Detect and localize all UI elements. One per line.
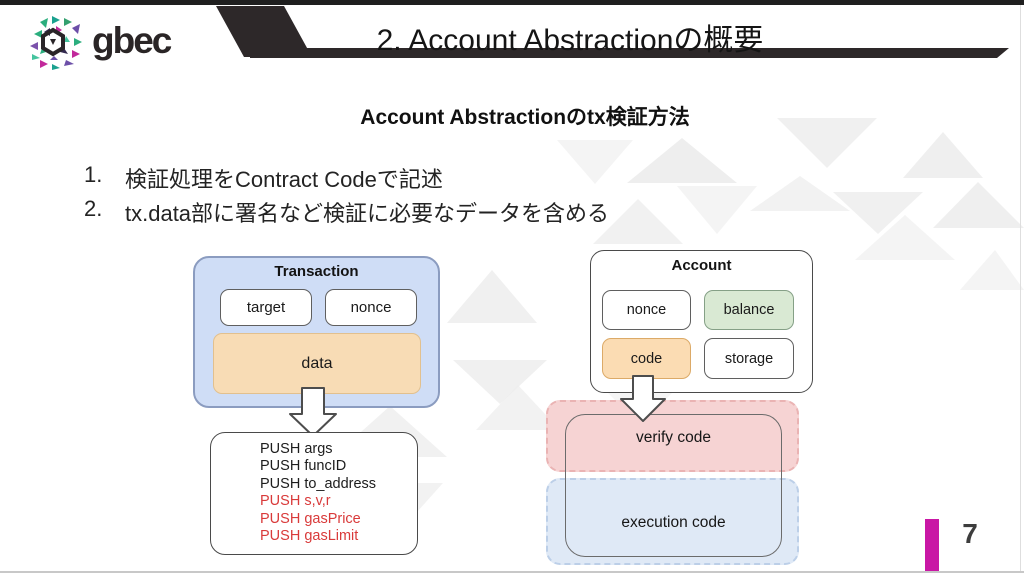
push-code-line: PUSH gasPrice (260, 510, 361, 527)
transaction-container: Transaction target nonce data (193, 256, 440, 408)
gbec-logo-text: gbec (92, 20, 172, 61)
execution-code-band (546, 478, 799, 565)
accent-bar (925, 519, 939, 573)
gbec-logo-icon (30, 16, 82, 70)
push-code-box: PUSH args PUSH funcID PUSH to_address PU… (210, 432, 418, 555)
down-arrow-icon (620, 375, 666, 422)
slide-title: 2. Account Abstractionの概要 (376, 24, 764, 57)
list-item-marker: 1. (84, 162, 103, 187)
slide-subtitle: Account Abstractionのtx検証方法 (360, 106, 690, 129)
page-number: 7 (962, 518, 978, 549)
list-item-marker: 2. (84, 196, 103, 221)
push-code-line: PUSH to_address (260, 475, 377, 492)
list-item-text: 検証処理をContract Codeで記述 (125, 167, 443, 192)
contract-code-box (565, 414, 782, 557)
account-storage-cell: storage (704, 338, 794, 379)
push-code-line: PUSH gasLimit (260, 528, 359, 545)
execution-code-label: execution code (621, 514, 726, 531)
list-item: 1. 検証処理をContract Codeで記述 (0, 162, 1024, 194)
top-bar (0, 0, 1024, 5)
transaction-data-cell: data (213, 333, 421, 394)
down-arrow-icon (289, 387, 337, 437)
account-title: Account (671, 257, 732, 274)
account-nonce-cell: nonce (602, 290, 691, 330)
push-code-line: PUSH s,v,r (260, 493, 331, 510)
transaction-title: Transaction (274, 263, 359, 280)
verify-code-band (546, 400, 799, 472)
transaction-nonce-cell: nonce (325, 289, 417, 326)
account-container: Account nonce balance code storage (590, 250, 813, 393)
account-code-cell: code (602, 338, 691, 379)
verify-code-label: verify code (636, 429, 711, 446)
account-balance-cell: balance (704, 290, 794, 330)
bottom-rule (0, 571, 1024, 573)
right-edge-rule (1020, 5, 1021, 571)
push-code-lines: PUSH args PUSH funcID PUSH to_address PU… (260, 441, 376, 545)
transaction-target-cell: target (220, 289, 312, 326)
push-code-line: PUSH funcID (260, 458, 347, 475)
push-code-line: PUSH args (260, 441, 333, 457)
list-item: 2. tx.data部に署名など検証に必要なデータを含める (0, 196, 1024, 228)
list-item-text: tx.data部に署名など検証に必要なデータを含める (125, 201, 610, 226)
header-banner-shape (216, 6, 1009, 58)
